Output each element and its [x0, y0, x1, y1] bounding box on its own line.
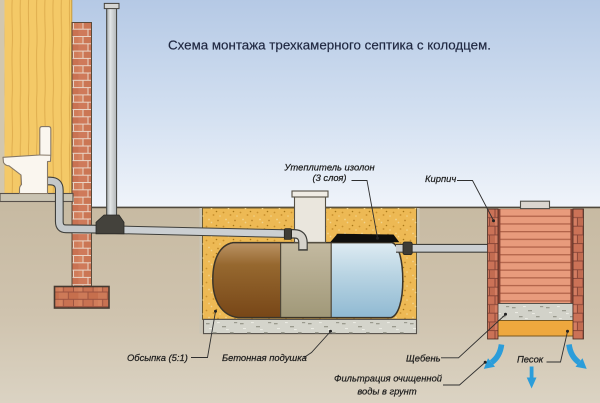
svg-text:(3 слоя): (3 слоя)	[312, 172, 346, 183]
svg-text:воды в грунт: воды в грунт	[357, 386, 416, 397]
svg-text:Бетонная подушка: Бетонная подушка	[222, 352, 307, 363]
svg-text:Песок: Песок	[517, 354, 544, 365]
svg-text:Обсыпка (5:1): Обсыпка (5:1)	[127, 352, 188, 363]
svg-text:Утеплитель изолон: Утеплитель изолон	[283, 162, 374, 173]
svg-text:Кирпич: Кирпич	[425, 173, 456, 184]
svg-text:Схема монтажа трехкамерного се: Схема монтажа трехкамерного септика с ко…	[168, 38, 491, 53]
svg-text:Щебень: Щебень	[406, 353, 441, 364]
svg-text:Фильтрация очищенной: Фильтрация очищенной	[334, 373, 443, 384]
